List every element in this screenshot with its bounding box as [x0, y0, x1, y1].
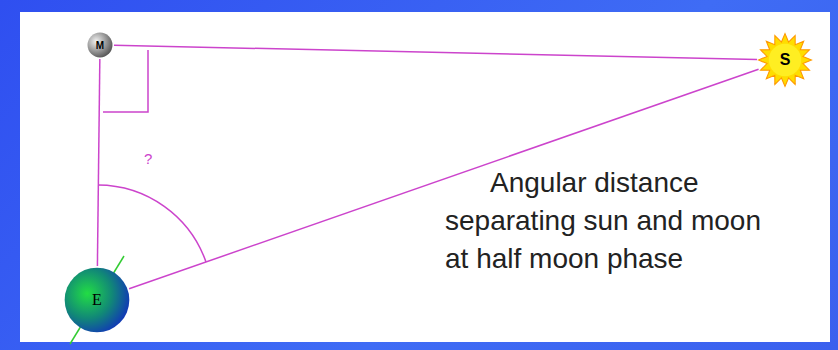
body-letter: M [96, 40, 104, 51]
angle-arc [98, 185, 206, 262]
white-panel [20, 12, 830, 342]
body-letter: E [92, 291, 102, 309]
right-angle-marker [103, 50, 148, 112]
moon-circle: M [87, 32, 113, 58]
sun-starburst: S [758, 33, 812, 87]
earth-circle: E [64, 267, 130, 333]
sight-line [97, 59, 99, 266]
sight-line [114, 45, 757, 59]
caption-note: Angular distance separating sun and moon… [445, 164, 780, 278]
body-letter: S [780, 51, 791, 69]
angle-question-mark: ? [144, 150, 152, 167]
